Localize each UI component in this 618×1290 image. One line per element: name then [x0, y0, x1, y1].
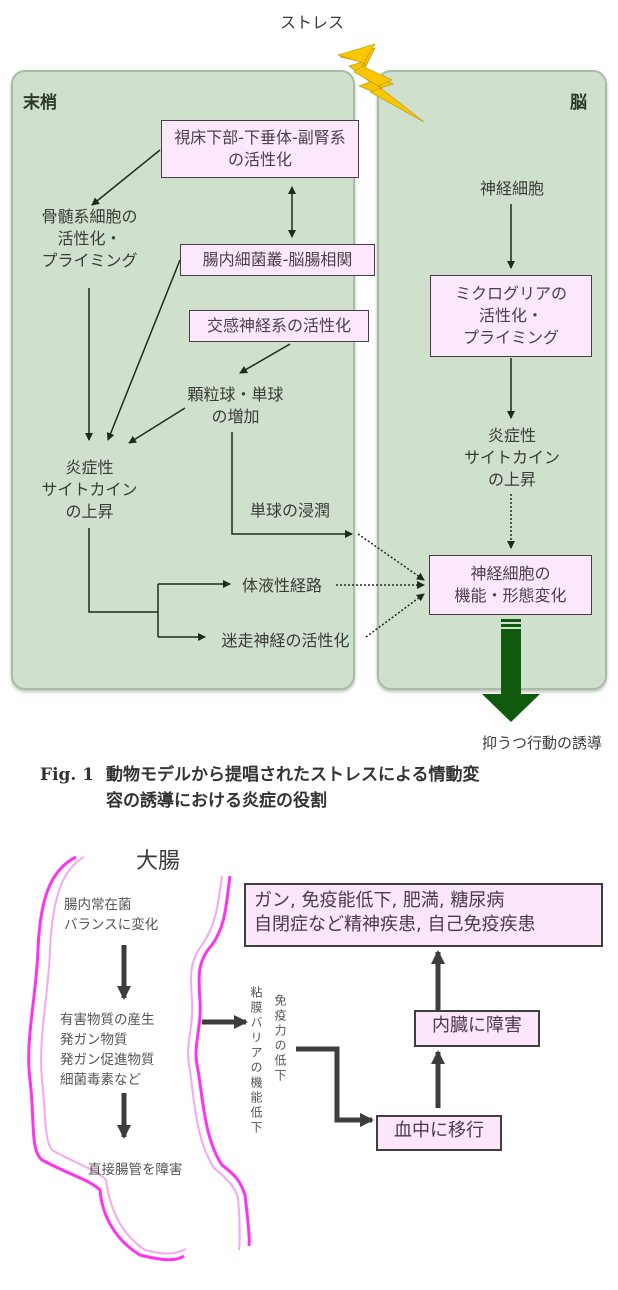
diseases-box: ガン, 免疫能低下, 肥満, 糖尿病 自閉症など精神疾患, 自己免疫疾患 — [244, 883, 603, 947]
harmful-line-4: 細菌毒素など — [60, 1072, 141, 1088]
vagus-nerve-label: 迷走神経の活性化 — [221, 631, 350, 650]
bone-marrow-line-3: プライミング — [41, 251, 138, 270]
blood-transfer-box: 血中に移行 — [376, 1115, 502, 1151]
microglia-node: ミクログリアの 活性化・ プライミング — [430, 275, 592, 357]
direct-damage-text: 直接腸管を障害 — [88, 1162, 183, 1178]
diseases-line-1: ガン, 免疫能低下, 肥満, 糖尿病 — [254, 890, 505, 911]
microglia-line-3: プライミング — [462, 328, 559, 347]
hpa-axis-line-1: 視床下部-下垂体-副腎系 — [174, 128, 346, 147]
gut-brain-axis-node: 腸内細菌叢-脳腸相関 — [180, 244, 375, 276]
mucosal-barrier-label: 粘膜バリアの機能低下 — [249, 986, 263, 1136]
sympathetic-text: 交感神経系の活性化 — [206, 316, 351, 335]
granulocyte-line-2: の増加 — [211, 407, 260, 426]
colon-wall-right — [187, 875, 251, 1251]
harmful-line-3: 発ガン促進物質 — [60, 1052, 155, 1068]
gut-brain-axis-text: 腸内細菌叢-脳腸相関 — [202, 250, 353, 269]
neuron-label: 神経細胞 — [479, 179, 544, 198]
diseases-line-2: 自閉症など精神疾患, 自己免疫疾患 — [254, 914, 536, 935]
flora-line-1: 腸内常在菌 — [64, 897, 132, 913]
harmful-substances-text: 有害物質の産生 発ガン物質 発ガン促進物質 細菌毒素など — [60, 1010, 155, 1090]
brain-cytokine-node: 炎症性 サイトカイン の上昇 — [447, 425, 577, 491]
colon-title: 大腸 — [135, 849, 180, 874]
flora-line-2: バランスに変化 — [64, 917, 159, 933]
sympathetic-node: 交感神経系の活性化 — [189, 310, 369, 342]
organ-damage-text: 内臓に障害 — [432, 1015, 522, 1036]
peripheral-cytokine-line-3: の上昇 — [65, 502, 114, 521]
immunity-decline-label: 免疫力の低下 — [273, 994, 287, 1084]
bone-marrow-node: 骨髄系細胞の 活性化・ プライミング — [22, 206, 157, 272]
caption-line-1: 動物モデルから提唱されたストレスによる情動変 — [106, 765, 480, 785]
blood-transfer-text: 血中に移行 — [394, 1120, 484, 1141]
flora-change-text: 腸内常在菌 バランスに変化 — [64, 895, 158, 935]
neuron-change-node: 神経細胞の 機能・形態変化 — [429, 555, 592, 615]
monocyte-infiltration-label: 単球の浸潤 — [249, 501, 330, 520]
caption-label: Fig. 1 — [40, 765, 95, 785]
bone-marrow-line-1: 骨髄系細胞の — [41, 207, 138, 226]
hpa-axis-line-2: の活性化 — [227, 150, 292, 169]
brain-panel-title: 脳 — [570, 93, 587, 113]
caption-line-2: 容の誘導における炎症の役割 — [106, 791, 327, 811]
organ-damage-box: 内臓に障害 — [414, 1010, 540, 1047]
harmful-line-2: 発ガン物質 — [60, 1032, 128, 1048]
bone-marrow-line-2: 活性化・ — [57, 229, 122, 248]
peripheral-cytokine-line-1: 炎症性 — [65, 458, 114, 477]
peripheral-cytokine-node: 炎症性 サイトカイン の上昇 — [22, 457, 157, 523]
neuron-change-line-1: 神経細胞の — [470, 564, 551, 583]
neuron-change-line-2: 機能・形態変化 — [454, 586, 567, 605]
granulocyte-line-1: 顆粒球・単球 — [187, 385, 284, 404]
depressive-behavior-label: 抑うつ行動の誘導 — [481, 734, 602, 752]
arrow-immunity-to-blood — [296, 1046, 374, 1127]
stress-label: ストレス — [279, 13, 344, 32]
brain-cytokine-line-1: 炎症性 — [487, 426, 536, 445]
harmful-line-1: 有害物質の産生 — [60, 1012, 155, 1028]
brain-cytokine-line-2: サイトカイン — [463, 448, 560, 467]
microglia-line-1: ミクログリアの — [454, 284, 567, 303]
peripheral-cytokine-line-2: サイトカイン — [41, 480, 138, 499]
brain-cytokine-line-3: の上昇 — [487, 470, 536, 489]
microglia-line-2: 活性化・ — [478, 306, 543, 325]
peripheral-panel-title: 末梢 — [23, 93, 57, 113]
granulocyte-node: 顆粒球・単球 の増加 — [163, 384, 308, 428]
humoral-pathway-label: 体液性経路 — [241, 576, 322, 595]
hpa-axis-node: 視床下部-下垂体-副腎系 の活性化 — [161, 120, 359, 178]
